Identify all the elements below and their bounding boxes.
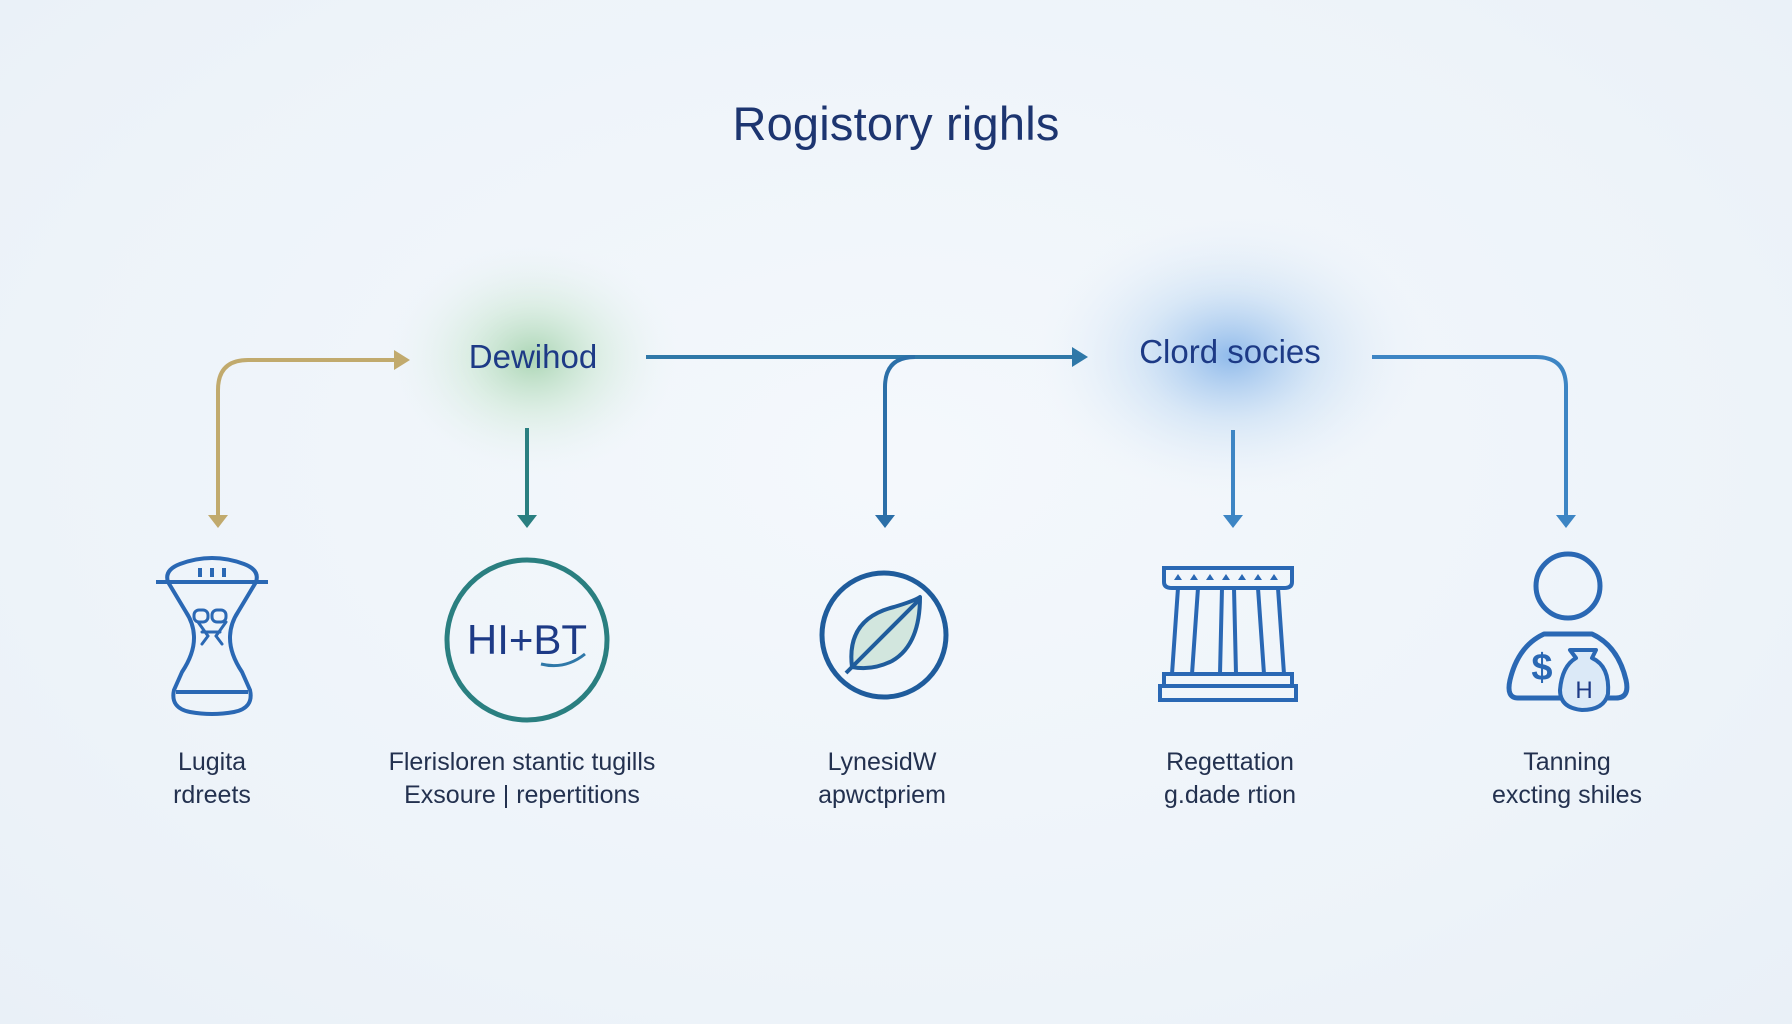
- caption-item-3-line1: LynesidW: [827, 748, 937, 776]
- hub-right-glow: [1030, 211, 1430, 501]
- caption-item-1-line1: Lugita: [177, 748, 247, 776]
- arrowhead-blue-down: [875, 515, 895, 528]
- caption-item-4-line2: g.dade rtion: [1163, 781, 1297, 809]
- caption-item-3: LynesidW apwctpriem: [782, 746, 982, 812]
- caption-item-4: Regettation g.dade rtion: [1130, 746, 1330, 812]
- hourglass-figure-icon: [150, 552, 274, 722]
- badge-text: HI+BT: [467, 616, 587, 663]
- caption-item-2-line1: Flerisloren stantic tugills: [388, 748, 656, 776]
- caption-item-1: Lugita rdreets: [142, 746, 282, 812]
- caption-item-1-line2: rdreets: [173, 781, 251, 809]
- caption-item-5-line2: excting shiles: [1491, 781, 1643, 809]
- caption-item-5-line1: Tanning: [1523, 748, 1611, 776]
- connector-right-elbow: [1372, 355, 1568, 515]
- circle-badge-icon: HI+BT: [441, 554, 613, 726]
- arrowhead-main-right: [1072, 347, 1088, 367]
- arrowhead-lightblue-down: [1223, 515, 1243, 528]
- hub-left-glow: [383, 238, 683, 478]
- caption-item-2: Flerisloren stantic tugills Exsoure | re…: [352, 746, 692, 812]
- person-money-bag-icon: $ H: [1504, 548, 1634, 718]
- leaf-circle-icon: [816, 567, 952, 703]
- pillar-building-icon: [1156, 564, 1300, 708]
- caption-item-2-line2: Exsoure | repertitions: [404, 781, 640, 809]
- hub-dewihod: Dewihod: [468, 338, 598, 375]
- caption-item-3-line2: apwctpriem: [818, 781, 946, 809]
- connector-gold: [216, 358, 398, 515]
- caption-item-5: Tanning excting shiles: [1462, 746, 1672, 812]
- svg-text:$: $: [1531, 647, 1552, 689]
- caption-item-4-line1: Regettation: [1166, 748, 1294, 776]
- hub-clord-socies: Clord socies: [1139, 333, 1321, 370]
- arrowhead-gold-right: [394, 350, 410, 370]
- arrowhead-right-down: [1556, 515, 1576, 528]
- connector-blue-elbow: [883, 355, 916, 515]
- arrowhead-gold-down: [208, 515, 228, 528]
- svg-text:H: H: [1575, 677, 1592, 704]
- arrowhead-teal-down: [517, 515, 537, 528]
- diagram-title: Rogistory righls: [732, 97, 1060, 150]
